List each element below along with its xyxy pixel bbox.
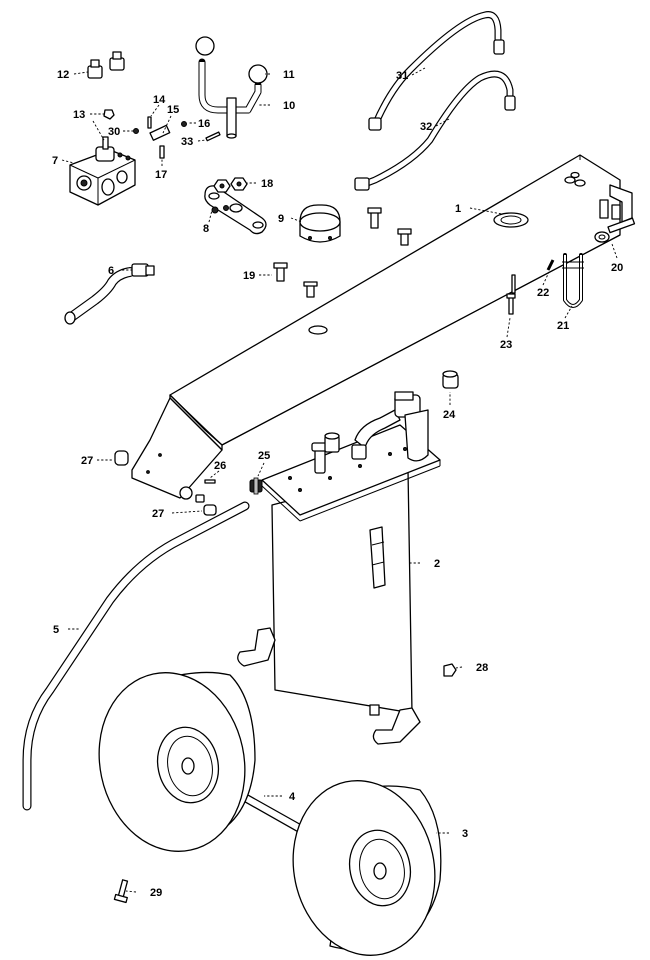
callout-labels: 1 2 3 4 5 6 7 8 9 10 11 12 13 14 15 16 1… (52, 69, 623, 899)
part-25-clamp (249, 477, 263, 495)
part-3-wheel-right (292, 780, 442, 956)
callout-28: 28 (476, 662, 488, 674)
callout-27-upper: 27 (81, 455, 93, 467)
part-2-frame (237, 424, 441, 745)
part-18-nuts (213, 177, 248, 193)
callout-2: 2 (434, 558, 440, 570)
callout-14: 14 (153, 94, 166, 106)
callout-13: 13 (73, 109, 85, 121)
part-5-tube (22, 501, 250, 811)
callout-1: 1 (455, 203, 461, 215)
callout-17: 17 (155, 169, 167, 181)
part-31-hose (368, 11, 505, 131)
callout-18: 18 (261, 178, 273, 190)
callout-32: 32 (420, 121, 432, 133)
callout-11: 11 (283, 69, 295, 81)
part-23-bolts (506, 274, 516, 315)
callout-15: 15 (167, 104, 179, 116)
callout-5: 5 (53, 624, 59, 636)
part-9-cap (299, 204, 341, 243)
callout-23: 23 (500, 339, 512, 351)
callout-29: 29 (150, 887, 162, 899)
part-6-hose (64, 263, 155, 325)
part-28-nut (443, 663, 457, 677)
callout-6: 6 (108, 265, 114, 277)
callout-7: 7 (52, 155, 58, 167)
callout-27-lower: 27 (152, 508, 164, 520)
part-20-eyebolt (594, 217, 636, 243)
frame-fittings (311, 391, 429, 474)
callout-30: 30 (108, 126, 120, 138)
part-19-bolts (273, 207, 412, 298)
part-8-bracket (204, 185, 267, 235)
callout-26: 26 (214, 460, 226, 472)
callout-16: 16 (198, 118, 210, 130)
part-10-handle (198, 58, 262, 139)
callout-8: 8 (203, 223, 209, 235)
part-21-u-bolt (562, 253, 584, 308)
callout-leaders (61, 67, 618, 893)
part-32-hose (354, 70, 516, 191)
callout-9: 9 (278, 213, 284, 225)
callout-22: 22 (537, 287, 549, 299)
part-12-fittings (87, 51, 125, 79)
part-24-fitting (442, 370, 459, 389)
callout-21: 21 (557, 320, 569, 332)
callout-20: 20 (611, 262, 623, 274)
part-7-valve (69, 136, 136, 206)
callout-25: 25 (258, 450, 270, 462)
callout-31: 31 (396, 70, 408, 82)
callout-10: 10 (283, 100, 295, 112)
callout-3: 3 (462, 828, 468, 840)
callout-19: 19 (243, 270, 255, 282)
part-1-main-beam (131, 154, 621, 499)
part-22-pin (546, 259, 555, 271)
part-11-ball (195, 36, 215, 56)
callout-33: 33 (181, 136, 193, 148)
callout-24: 24 (443, 409, 456, 421)
part-29-bolt (113, 879, 129, 904)
part-3-wheel-left (98, 671, 256, 852)
part-26-27-hardware (114, 450, 217, 516)
callout-4: 4 (289, 791, 296, 803)
part-11-ball-2 (248, 64, 268, 84)
callout-12: 12 (57, 69, 69, 81)
